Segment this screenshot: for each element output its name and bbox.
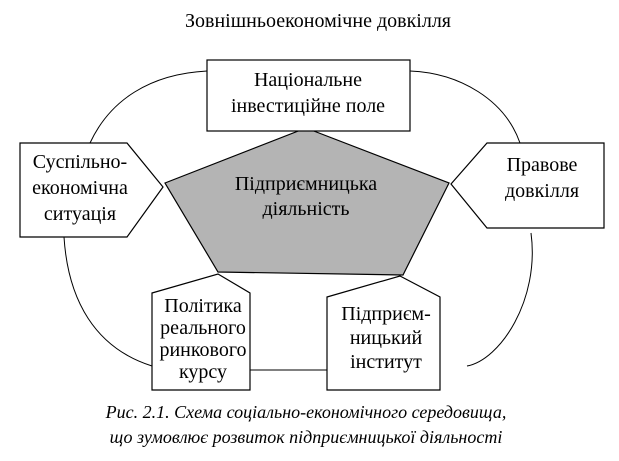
node-bottom-left-line-2: реального xyxy=(160,317,246,339)
center-label-line-1: Підприємницька xyxy=(235,173,377,195)
center-label-line-2: діяльність xyxy=(262,198,349,220)
node-left-line-1: Суспільно- xyxy=(33,151,127,173)
caption-line-1: Рис. 2.1. Схема соціально-економічного с… xyxy=(105,402,507,422)
ring-arc-right xyxy=(466,232,533,367)
ring-arc-left xyxy=(63,236,153,367)
node-bottom-right-line-3: інститут xyxy=(350,351,422,373)
node-right-line-2: довкілля xyxy=(505,180,579,202)
ring-arc-top-right xyxy=(409,70,521,144)
center-pentagon xyxy=(164,127,450,276)
node-bottom-left-line-3: ринкового xyxy=(159,339,246,361)
node-entrepreneurial-institute: Підприєм- ницький інститут xyxy=(326,275,441,391)
node-top-line-1: Національне xyxy=(254,69,362,91)
caption-line-2: що зумовлює розвиток підприємницької дія… xyxy=(110,427,503,447)
node-bottom-right-line-2: ницький xyxy=(350,327,423,349)
outer-ring xyxy=(63,70,533,371)
ring-arc-top-left xyxy=(89,70,208,144)
node-bottom-left-line-4: курсу xyxy=(179,361,227,383)
node-legal-environment: Правове довкілля xyxy=(450,142,605,229)
node-real-exchange-rate-policy: Політика реального ринкового курсу xyxy=(151,273,251,391)
node-left-line-2: економічна xyxy=(32,177,128,199)
node-socio-economic-situation: Суспільно- економічна ситуація xyxy=(19,142,164,238)
node-left-line-3: ситуація xyxy=(44,203,116,225)
node-top-line-2: інвестиційне поле xyxy=(231,95,385,117)
node-right-line-1: Правове xyxy=(507,154,578,176)
diagram-title: Зовнішньоекономічне довкілля xyxy=(185,10,451,32)
node-bottom-left-line-1: Політика xyxy=(164,295,242,317)
node-bottom-right-line-1: Підприєм- xyxy=(341,303,430,325)
node-national-investment-field: Національне інвестиційне поле xyxy=(206,59,411,132)
